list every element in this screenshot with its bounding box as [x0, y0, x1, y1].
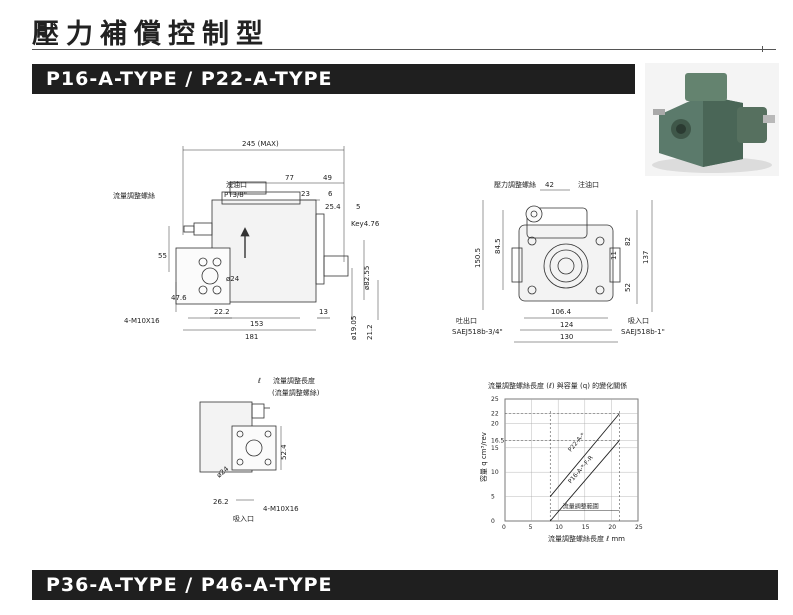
dim-bolt-circle: ø24	[226, 275, 240, 283]
label-suction: 吸入口	[628, 317, 649, 325]
dim-47-6: 47.6	[171, 294, 187, 302]
label-outlet: 吐出口	[456, 316, 477, 325]
label-detail-suction: 吸入口	[233, 515, 254, 523]
title-tick	[762, 46, 763, 52]
dim-55: 55	[158, 252, 167, 260]
dim-25-4: 25.4	[325, 203, 341, 211]
label-suction-spec: SAEJ518b-1"	[621, 328, 665, 336]
dim-13: 13	[319, 308, 328, 316]
pump-photo	[645, 63, 779, 176]
dim-23: 23	[301, 190, 310, 198]
page-title: 壓力補償控制型	[32, 19, 270, 50]
dim-49: 49	[323, 174, 332, 182]
dim-52: 52	[624, 283, 632, 292]
label-drain-port: 洩油口	[226, 180, 247, 189]
title-rule	[32, 49, 776, 50]
dim-137: 137	[642, 251, 650, 264]
label-flow-screw: 流量調整螺絲	[113, 191, 155, 200]
dim-shaft-82-55: ø82.55	[363, 266, 371, 290]
dim-124: 124	[560, 321, 574, 329]
dim-11: 11	[610, 251, 618, 260]
label-key: Key4.76	[351, 220, 380, 228]
label-fill-port: 注油口	[578, 180, 599, 189]
label-adjust-length: 流量調整長度	[273, 376, 315, 385]
dim-5: 5	[356, 203, 360, 211]
dim-6: 6	[328, 190, 333, 198]
label-adjust-screw: (流量調整螺絲)	[272, 388, 320, 397]
dim-106-4: 106.4	[551, 308, 572, 316]
dim-130: 130	[560, 333, 573, 341]
dim-84-5: 84.5	[494, 238, 502, 254]
dim-shaft-19-05: ø19.05	[350, 316, 358, 340]
label-outlet-spec: SAEJ518b-3/4"	[452, 328, 503, 336]
label-ell: ℓ	[257, 377, 261, 385]
dim-21-2: 21.2	[366, 324, 374, 340]
dim-42: 42	[545, 181, 554, 189]
dim-150-5: 150.5	[474, 248, 482, 268]
dim-77: 77	[285, 174, 294, 182]
dim-overall: 245 (MAX)	[242, 140, 279, 148]
label-bolts: 4-M10X16	[124, 317, 160, 325]
dim-26-2: 26.2	[213, 498, 229, 506]
dim-52-4: 52.4	[280, 444, 288, 460]
dim-22-2: 22.2	[214, 308, 230, 316]
dim-181: 181	[245, 333, 258, 341]
label-drain-spec: PT3/8"	[224, 191, 247, 199]
dim-82: 82	[624, 237, 632, 246]
label-detail-bolts: 4-M10X16	[263, 505, 299, 513]
detail-view-drawing	[199, 401, 282, 501]
section-banner-p36-p46: P36-A-TYPE / P46-A-TYPE	[32, 570, 778, 600]
label-pressure-screw: 壓力調整螺絲	[494, 180, 536, 189]
dim-153: 153	[250, 320, 263, 328]
section-banner-p16-p22: P16-A-TYPE / P22-A-TYPE	[32, 64, 635, 94]
side-view-drawing	[168, 146, 379, 331]
front-view-drawing	[482, 189, 653, 343]
